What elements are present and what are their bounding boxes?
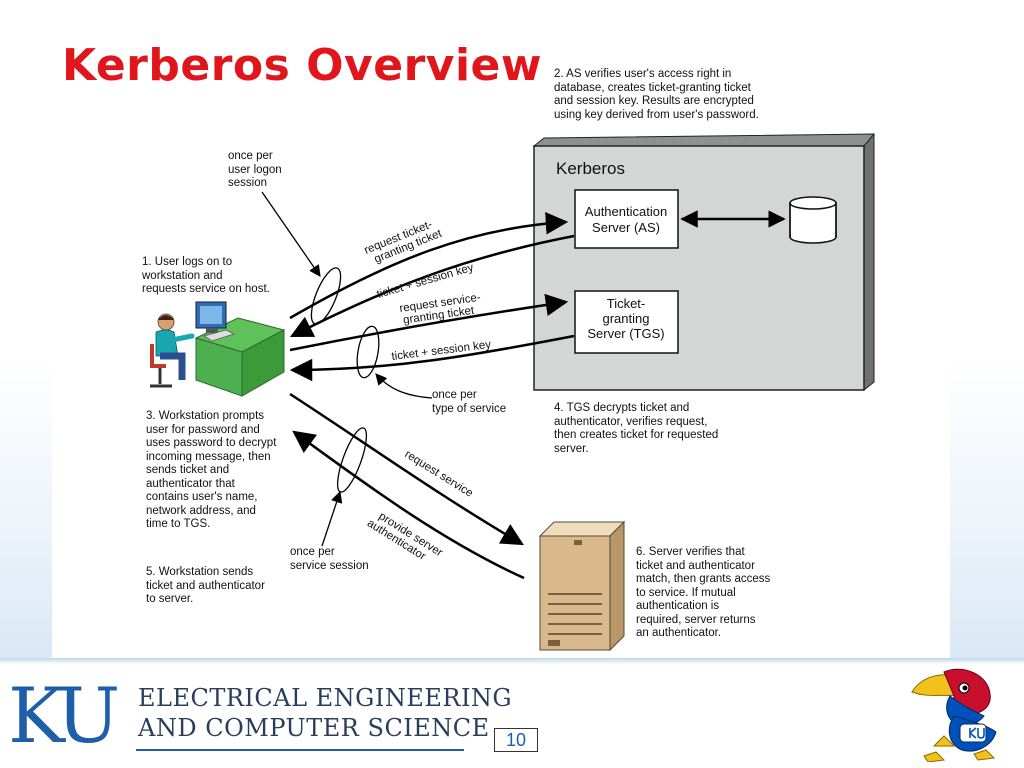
ku-logo: KU	[8, 671, 120, 760]
arrow-request-service	[289, 392, 524, 546]
pointer-once-service-type	[375, 373, 433, 399]
arrow-provide-authenticator	[292, 430, 525, 580]
note-step2: 2. AS verifies user's access right in da…	[554, 68, 759, 121]
arrow-request-tgt	[289, 212, 569, 320]
dept-name-line1: ELECTRICAL ENGINEERING	[138, 684, 513, 712]
pointer-once-logon	[261, 191, 321, 277]
tgs-box	[574, 290, 679, 354]
jayhawk-mascot-icon	[911, 668, 997, 762]
note-step4: 4. TGS decrypts ticket and authenticator…	[554, 402, 719, 455]
workstation-user-icon	[150, 301, 286, 397]
arrow-ticket-session-key-1	[289, 234, 575, 338]
arrow-ticket-session-key-2	[289, 334, 575, 382]
note-once-logon: once per user logon session	[228, 150, 282, 189]
note-step6: 6. Server verifies that ticket and authe…	[636, 546, 771, 639]
database-icon	[789, 196, 837, 244]
slide-title: Kerberos Overview	[62, 40, 543, 91]
session-ellipse-service-type	[356, 325, 380, 379]
label-provide-authenticator: provide serverauthenticator	[365, 507, 445, 569]
note-step3: 3. Workstation prompts user for password…	[146, 410, 277, 530]
page-number: 10	[494, 728, 538, 752]
server-icon	[538, 520, 626, 652]
footer-divider	[0, 658, 1024, 664]
session-ellipse-logon	[310, 267, 342, 325]
kerberos-label: Kerberos	[556, 159, 625, 178]
note-step1: 1. User logs on to workstation and reque…	[142, 256, 270, 295]
as-box	[574, 189, 679, 249]
note-step5: 5. Workstation sends ticket and authenti…	[146, 566, 265, 605]
note-once-service-session: once per service session	[290, 546, 369, 572]
pointer-once-service-session	[321, 490, 343, 547]
arrow-request-sgt	[289, 293, 569, 352]
note-once-service-type: once per type of service	[432, 389, 507, 415]
dept-underline	[136, 749, 464, 751]
dept-name-line2: AND COMPUTER SCIENCE	[138, 714, 490, 742]
